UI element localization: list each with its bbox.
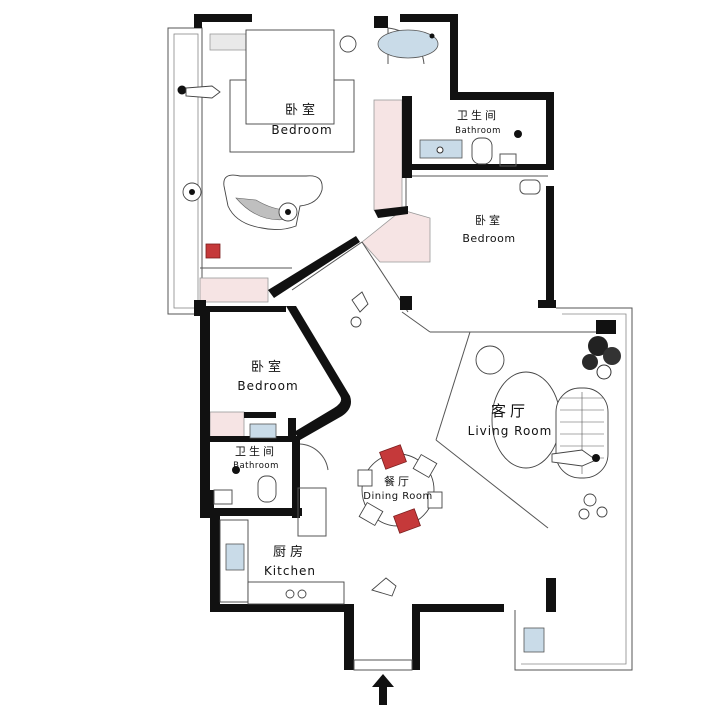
room-name-zh: 厨房 — [272, 545, 307, 560]
room-name-en: Bedroom — [271, 123, 333, 137]
room-name-en: Kitchen — [263, 564, 317, 578]
room-name-zh: 餐厅 — [384, 475, 412, 488]
dining-table — [357, 444, 443, 534]
label-bedroom-right: 卧室 Bedroom — [452, 215, 526, 244]
room-name-en: Living Room — [467, 424, 553, 438]
stove-icon — [285, 589, 307, 599]
balcony-right — [514, 307, 633, 671]
label-master-bedroom: 卧室 Bedroom — [262, 104, 342, 136]
room-name-en: Bathroom — [233, 461, 279, 471]
room-name-en: Bathroom — [455, 126, 501, 136]
label-bathroom-top: 卫生间 Bathroom — [440, 110, 516, 136]
room-name-en: Bedroom — [237, 379, 299, 393]
bathroom-top-fixtures — [419, 130, 541, 195]
label-bathroom-left: 卫生间 Bathroom — [222, 446, 290, 471]
room-name-en: Dining Room — [363, 491, 433, 502]
person-icon — [177, 85, 221, 99]
floor-tints — [199, 33, 431, 441]
living-room-furniture — [475, 345, 609, 520]
room-name-zh: 卧室 — [284, 103, 319, 118]
entrance-arrow-icon — [372, 674, 394, 705]
room-name-zh: 卫生间 — [457, 109, 499, 122]
master-bedroom-furniture — [182, 29, 357, 259]
room-name-zh: 卫生间 — [235, 445, 277, 458]
room-name-zh: 卧室 — [475, 214, 503, 227]
balcony-left — [167, 27, 203, 315]
corridor-person-icon — [350, 291, 369, 328]
walls — [194, 14, 616, 670]
room-name-zh: 卧室 — [250, 360, 285, 375]
room-name-zh: 客厅 — [490, 402, 529, 420]
plant-icon — [582, 336, 621, 380]
label-dining-room: 餐厅 Dining Room — [354, 476, 442, 502]
label-kitchen: 厨房 Kitchen — [252, 546, 328, 577]
label-bedroom-left: 卧室 Bedroom — [228, 361, 308, 392]
label-living-room: 客厅 Living Room — [458, 402, 562, 438]
balcony-sink-icon — [523, 627, 545, 653]
kitchen-fixtures — [219, 519, 397, 605]
bathtub-icon — [377, 29, 439, 59]
room-name-en: Bedroom — [462, 232, 516, 245]
bathroom-left-fixtures — [213, 423, 277, 505]
